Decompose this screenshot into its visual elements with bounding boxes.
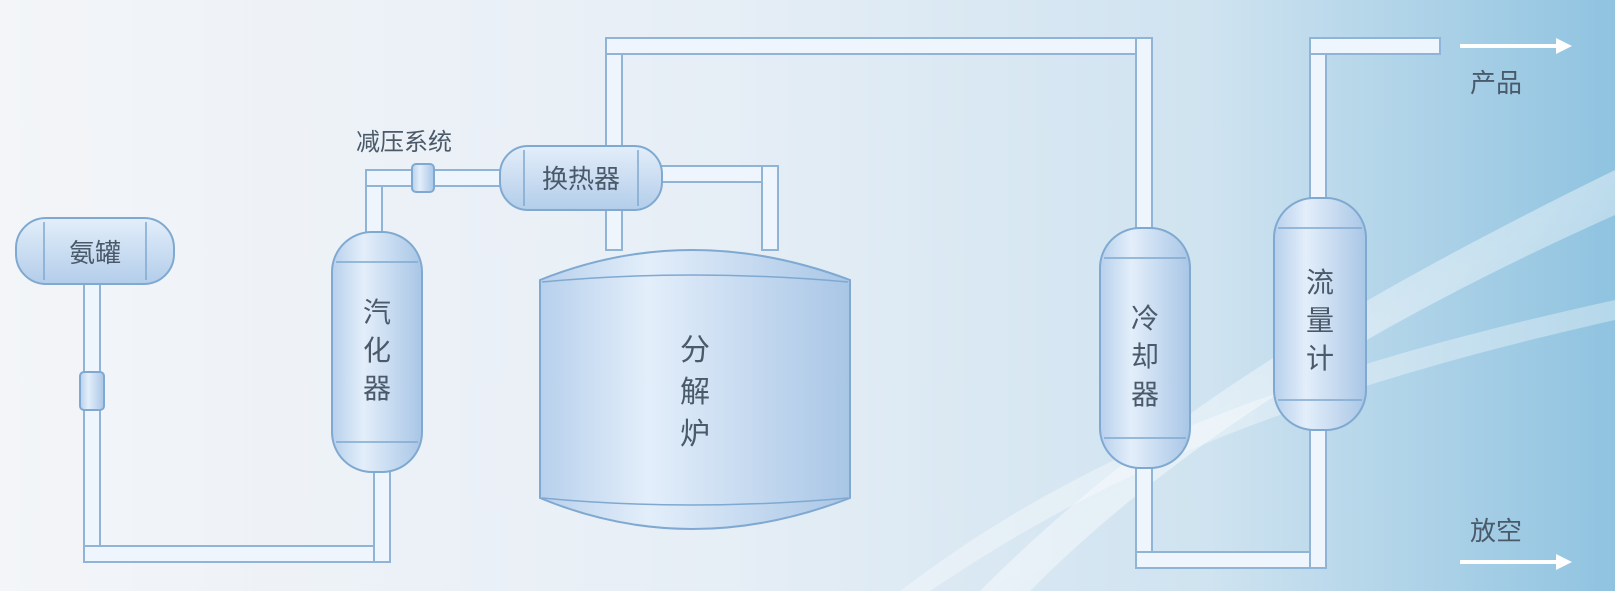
pipe-cracker-up bbox=[605, 37, 623, 251]
cooler-label-3: 器 bbox=[1131, 378, 1159, 411]
pipe-flowmeter-top bbox=[1309, 37, 1327, 209]
pipe-product-outlet bbox=[1309, 37, 1441, 55]
pressure-system-label: 减压系统 bbox=[356, 128, 452, 156]
pipe-flowmeter-bottom bbox=[1309, 419, 1327, 569]
heat-exchanger: 换热器 bbox=[499, 145, 663, 211]
product-arrow-icon bbox=[1460, 38, 1572, 54]
pressure-reducing-valve-icon bbox=[411, 163, 435, 193]
pipe-vaporizer-bottom bbox=[373, 467, 391, 563]
pipe-bottom-left bbox=[83, 545, 391, 563]
vaporizer-label-3: 器 bbox=[363, 372, 391, 405]
vent-arrow-icon bbox=[1460, 554, 1572, 570]
ammonia-tank: 氨罐 bbox=[15, 217, 175, 285]
cracker-label-3: 炉 bbox=[680, 417, 710, 452]
vent-label: 放空 bbox=[1470, 517, 1522, 547]
flowmeter-label-3: 计 bbox=[1306, 342, 1334, 375]
product-label: 产品 bbox=[1470, 69, 1522, 99]
pipes bbox=[83, 37, 1441, 569]
cooler: 冷 却 器 bbox=[1099, 227, 1191, 469]
cracker-furnace: 分 解 炉 bbox=[539, 249, 851, 530]
vaporizer-label-1: 汽 bbox=[363, 296, 391, 329]
pipe-hx-to-cracker bbox=[761, 165, 779, 251]
background-swoosh-2 bbox=[900, 300, 1615, 591]
cooler-label-1: 冷 bbox=[1131, 302, 1159, 335]
flowmeter-label-2: 量 bbox=[1306, 304, 1334, 337]
flowmeter: 流 量 计 bbox=[1273, 197, 1367, 431]
pipe-to-cooler bbox=[1135, 37, 1153, 239]
flowmeter-label-1: 流 bbox=[1306, 266, 1334, 299]
heat-exchanger-label: 换热器 bbox=[542, 165, 620, 195]
pipe-bottom-right bbox=[1135, 551, 1327, 569]
cooler-label-2: 却 bbox=[1131, 340, 1159, 373]
pipe-hx-right bbox=[649, 165, 779, 183]
ammonia-tank-label: 氨罐 bbox=[69, 239, 121, 269]
vaporizer: 汽 化 器 bbox=[331, 231, 423, 473]
pipe-top-header bbox=[605, 37, 1153, 55]
pipe-tank-down bbox=[83, 267, 101, 561]
vaporizer-label-2: 化 bbox=[363, 334, 391, 367]
cracker-label-2: 解 bbox=[680, 375, 710, 410]
cracker-label-1: 分 bbox=[680, 333, 710, 368]
valve-icon bbox=[79, 371, 105, 411]
